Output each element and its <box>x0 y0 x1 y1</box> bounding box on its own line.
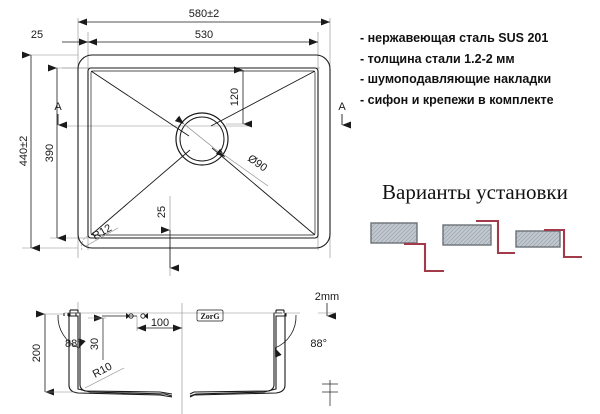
sink-inner-bowl-offset <box>90 70 316 236</box>
engineering-drawing-svg: 580±2 530 25 440±2 390 <box>18 8 351 414</box>
specification-list: - нержавеющая сталь SUS 201 - толщина ст… <box>360 32 598 114</box>
dim-angle-right: 88° <box>274 314 327 358</box>
variant-2-countertop <box>442 224 492 246</box>
sink-outer-outline <box>77 54 331 249</box>
dim-edge-offset: 25 <box>31 29 88 46</box>
section-mark-right-label: A <box>338 101 346 113</box>
section-mark-left-label: A <box>54 101 62 113</box>
variant-undermount[interactable] <box>370 222 444 273</box>
spec-item-1: - толщина стали 1.2-2 мм <box>360 51 515 66</box>
dim-material-thickness-label: 2mm <box>315 291 339 303</box>
installation-variants-svg <box>370 219 582 273</box>
section-bottom-tick <box>322 380 338 406</box>
dim-ledge-width-label: 100 <box>151 317 169 329</box>
dim-ledge-height: 30 <box>88 314 106 360</box>
section-mark-left: A <box>54 101 67 129</box>
variants-title: Варианты установки <box>382 180 568 204</box>
spec-item-3: - сифон и крепежи в комплекте <box>360 92 554 107</box>
dim-section-depth-label: 200 <box>31 344 43 362</box>
dim-inner-height: 390 <box>44 64 66 242</box>
dim-overall-width: 580±2 <box>78 8 330 26</box>
bowl-slope-lines <box>90 70 316 236</box>
dim-inner-height-label: 390 <box>44 144 56 162</box>
section-mark-right: A <box>338 101 351 129</box>
drain-hole-outer <box>175 112 229 166</box>
spec-item-2: - шумоподавляющие накладки <box>360 72 552 86</box>
dim-section-depth: 200 <box>31 310 76 396</box>
brand-logo: ZorG <box>196 309 224 322</box>
drain-hole-inner <box>179 116 225 162</box>
sink-inner-bowl <box>87 67 319 239</box>
spec-item-0: - нержавеющая сталь SUS 201 <box>360 31 549 45</box>
dim-angle-left: 88° <box>57 314 86 350</box>
dim-overall-height: 440±2 <box>18 51 40 252</box>
dim-edge-offset-label: 25 <box>31 29 43 41</box>
dim-bottom-radius: R10 <box>84 361 125 389</box>
dim-bottom-offset-label: 25 <box>156 206 168 218</box>
dim-bottom-offset: 25 <box>156 206 179 272</box>
dim-overall-width-label: 580±2 <box>189 8 220 20</box>
dim-corner-radius-label: R12 <box>91 222 114 242</box>
variant-1-countertop <box>370 222 418 244</box>
dim-bottom-radius-label: R10 <box>91 361 114 381</box>
dim-ledge-height-label: 30 <box>89 338 101 350</box>
section-profile-left-walls <box>69 309 79 313</box>
dim-inner-width: 530 <box>88 29 318 46</box>
section-profile-right <box>189 309 287 398</box>
variant-2-sink-edge <box>476 219 515 255</box>
witness-lines <box>22 18 331 276</box>
dim-material-thickness: 2mm <box>315 291 339 320</box>
dim-drain-diameter-label: Ø90 <box>245 153 269 175</box>
variant-3-sink-edge <box>544 228 582 259</box>
dim-corner-radius: R12 <box>81 222 119 251</box>
dim-angle-right-label: 88° <box>310 338 327 350</box>
variant-flushmount[interactable] <box>442 219 515 255</box>
dim-angle-left-label: 88° <box>65 338 82 350</box>
dim-drain-offset-top-label: 120 <box>229 88 241 106</box>
ledge-detail-marks <box>102 313 148 319</box>
brand-logo-text: ZorG <box>200 312 219 321</box>
dim-drain-diameter: Ø90 <box>174 115 269 187</box>
dim-overall-height-label: 440±2 <box>18 136 30 167</box>
dim-drain-offset-top: 120 <box>226 66 252 128</box>
variant-3-countertop <box>515 230 561 248</box>
installation-variants-row <box>368 215 600 275</box>
variant-1-sink-edge <box>404 242 444 273</box>
dim-inner-width-label: 530 <box>195 29 213 41</box>
variant-topmount[interactable] <box>515 228 582 259</box>
dim-ledge-width: 100 <box>136 316 182 332</box>
